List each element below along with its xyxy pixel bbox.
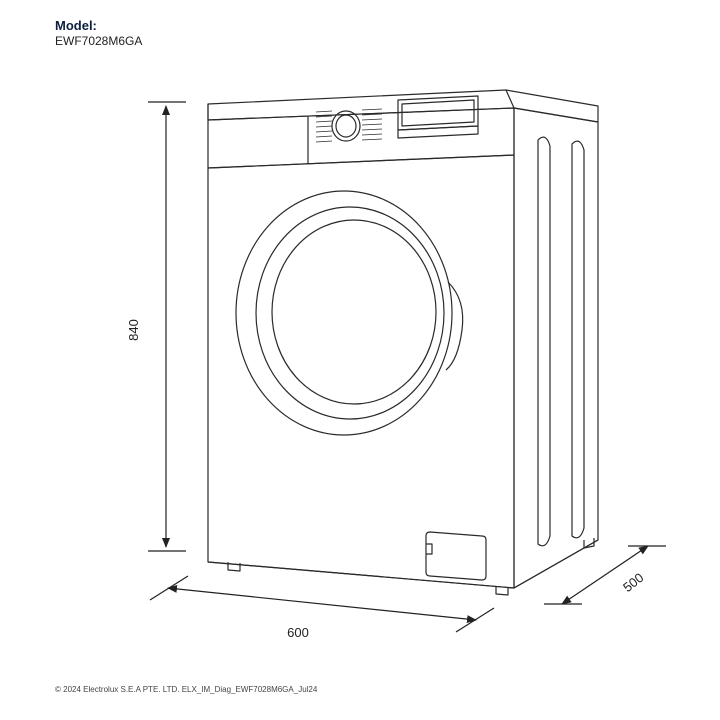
filter-cover-latch xyxy=(426,543,433,555)
model-number: EWF7028M6GA xyxy=(55,34,143,48)
foot-front-right xyxy=(495,586,509,596)
depth-dimension-label: 500 xyxy=(620,570,646,595)
program-knob xyxy=(331,110,361,142)
washing-machine-outline xyxy=(207,89,599,596)
door-glass xyxy=(271,219,437,405)
depth-dimension-line xyxy=(561,545,649,605)
detergent-drawer-slot xyxy=(397,125,479,139)
door-hinge xyxy=(445,281,464,371)
height-dimension-label: 840 xyxy=(126,319,141,341)
filter-cover xyxy=(425,531,487,581)
width-dimension xyxy=(149,575,495,633)
door-inner-ring xyxy=(255,206,445,420)
base-edge xyxy=(207,539,599,589)
vent-slots-right xyxy=(361,108,383,141)
height-dimension xyxy=(148,101,186,552)
copyright-footer: © 2024 Electrolux S.E.A PTE. LTD. ELX_IM… xyxy=(55,685,318,694)
display-panel xyxy=(397,95,479,131)
door-outer-ring xyxy=(235,190,453,436)
display-inner xyxy=(401,99,475,127)
width-dimension-line xyxy=(167,584,477,624)
foot-front-left xyxy=(227,562,241,572)
top-front-edge xyxy=(207,89,515,120)
vent-slots-left xyxy=(315,110,333,143)
depth-dimension xyxy=(544,545,666,605)
program-knob-inner xyxy=(335,114,357,138)
model-block: Model: EWF7028M6GA xyxy=(55,18,142,49)
model-label: Model: xyxy=(55,18,97,33)
width-dimension-label: 600 xyxy=(287,625,309,640)
side-rib-left xyxy=(537,136,551,547)
side-panel xyxy=(513,107,599,589)
side-rib-right xyxy=(571,140,585,539)
control-panel xyxy=(207,107,515,169)
